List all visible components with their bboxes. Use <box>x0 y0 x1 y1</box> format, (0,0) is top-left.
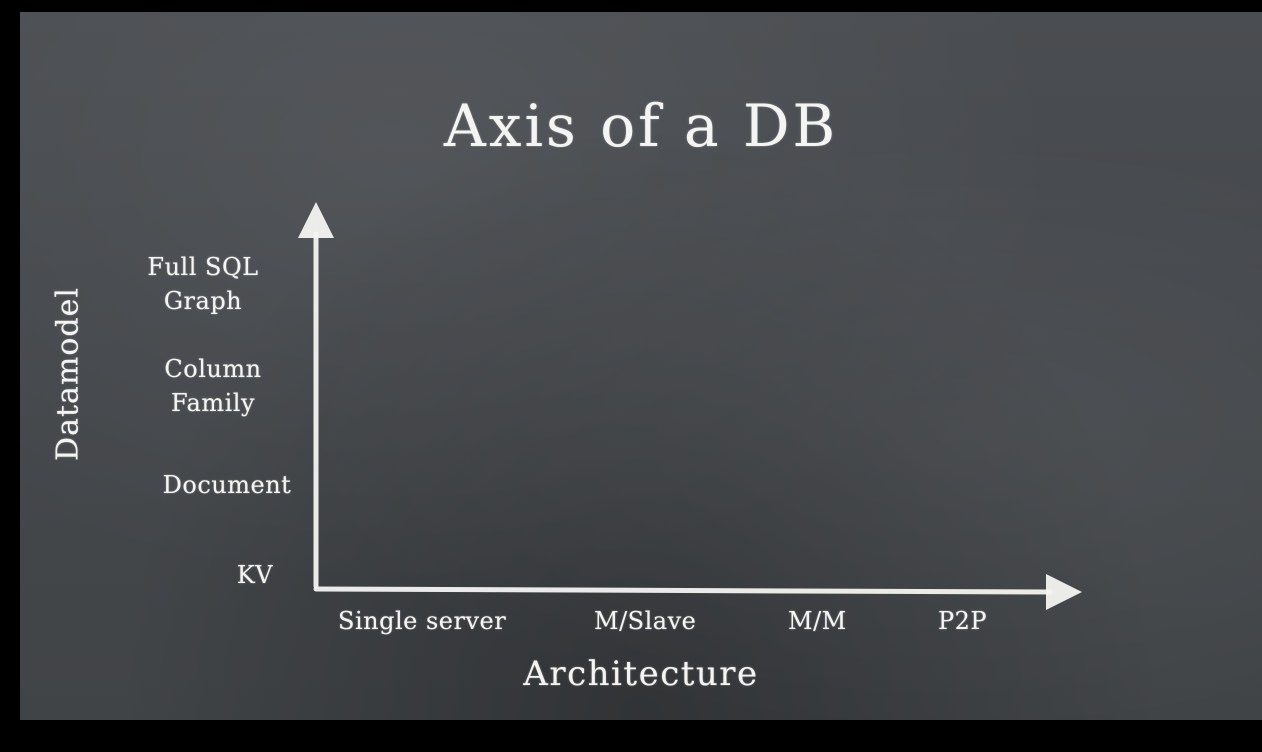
x-tick-p2p: P2P <box>938 607 988 635</box>
x-axis-arrowhead <box>1046 574 1082 610</box>
x-tick-single-server: Single server <box>338 607 507 635</box>
y-tick-line: Graph <box>163 287 243 315</box>
y-tick-line: Full SQL <box>147 253 259 281</box>
chalkboard: Axis of a DB Datamodel Full SQL Graph Co… <box>20 12 1262 720</box>
y-tick-line: Column <box>164 355 262 383</box>
x-axis-title: Architecture <box>523 654 759 694</box>
y-tick-line: KV <box>236 561 274 589</box>
x-axis-line <box>313 586 1053 595</box>
slide-title: Axis of a DB <box>443 92 839 160</box>
x-tick-m-m: M/M <box>788 607 847 635</box>
y-tick-line: Family <box>171 389 255 417</box>
y-tick-column-family: Column Family <box>148 352 278 420</box>
x-tick-m-slave: M/Slave <box>594 607 697 635</box>
y-axis-title: Datamodel <box>50 287 86 461</box>
y-axis-arrowhead <box>298 202 334 238</box>
axes <box>298 202 1082 610</box>
y-tick-full-sql-graph: Full SQL Graph <box>138 250 268 318</box>
y-tick-document: Document <box>152 468 302 502</box>
y-tick-kv: KV <box>220 558 290 592</box>
y-tick-line: Document <box>162 471 292 499</box>
